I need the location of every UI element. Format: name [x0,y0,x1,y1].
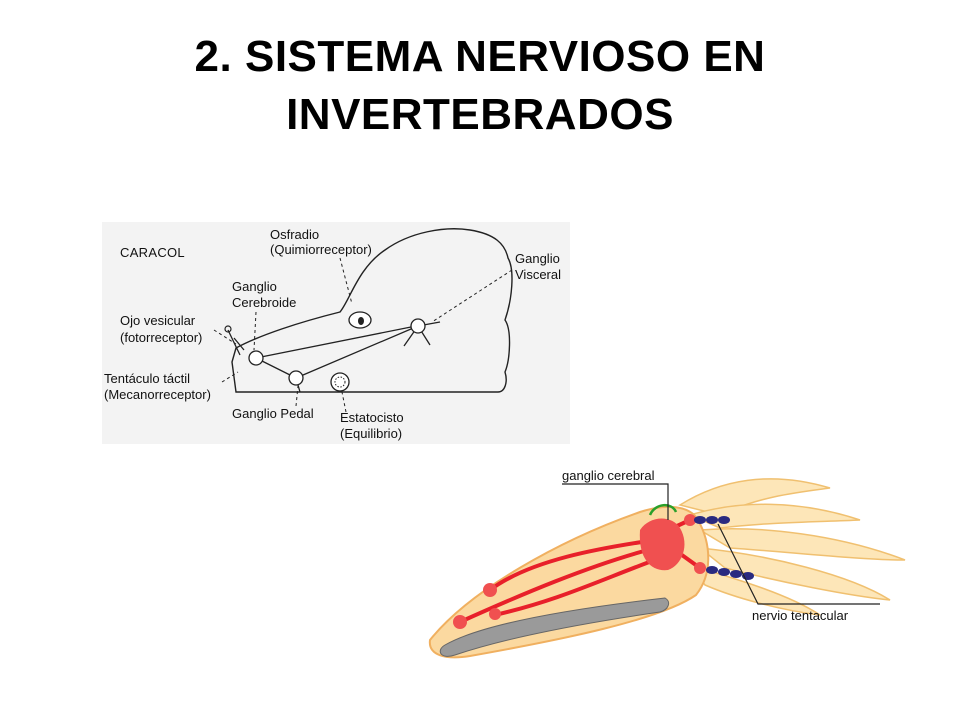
label-tentaculo: Tentáculo táctil [104,371,190,386]
label-estatocisto: Estatocisto [340,410,404,425]
squid-ganglia [453,514,706,629]
squid-leader-lines [562,483,880,605]
estatocisto-core [334,376,346,388]
label-ganglio-pedal: Ganglio Pedal [232,406,314,421]
label-ojo-vesicular-sub: (fotorreceptor) [120,330,202,345]
snail-eye [224,325,232,333]
label-tentaculo-sub: (Mecanorreceptor) [104,387,211,402]
snail-heading: CARACOL [120,245,185,260]
squid-mantle [428,505,710,659]
tentacle-nerve-beads [694,516,754,580]
snail-leader-lines [213,257,513,413]
ganglio-pedal-node [288,370,304,386]
slide-title-line-2: INVERTEBRADOS [286,90,674,139]
estatocisto-organ [330,372,350,392]
ganglio-cerebroide-node [248,350,264,366]
label-nervio-tentacular: nervio tentacular [752,608,849,623]
snail-body-outline [231,228,513,393]
osfradio-core [358,317,364,325]
label-osfradio: Osfradio [270,227,319,242]
snail-tentacle [227,329,245,356]
ganglio-visceral-node [410,318,426,334]
label-ganglio-cerebroide-2: Cerebroide [232,295,296,310]
slide-title: 2. SISTEMA NERVIOSO EN INVERTEBRADOS [0,28,960,144]
label-estatocisto-sub: (Equilibrio) [340,426,402,441]
label-ganglio-cerebral: ganglio cerebral [562,468,655,483]
label-ganglio-visceral-1: Ganglio [515,251,560,266]
squid-gland [439,597,670,657]
label-ojo-vesicular: Ojo vesicular [120,313,196,328]
label-osfradio-sub: (Quimiorreceptor) [270,242,372,257]
label-ganglio-cerebroide-1: Ganglio [232,279,277,294]
snail-panel-background [102,222,570,444]
slide-title-line-1: 2. SISTEMA NERVIOSO EN [194,32,766,81]
squid-tentacles [678,478,906,616]
label-ganglio-visceral-2: Visceral [515,267,561,282]
squid-statocyst-ring [648,504,678,516]
